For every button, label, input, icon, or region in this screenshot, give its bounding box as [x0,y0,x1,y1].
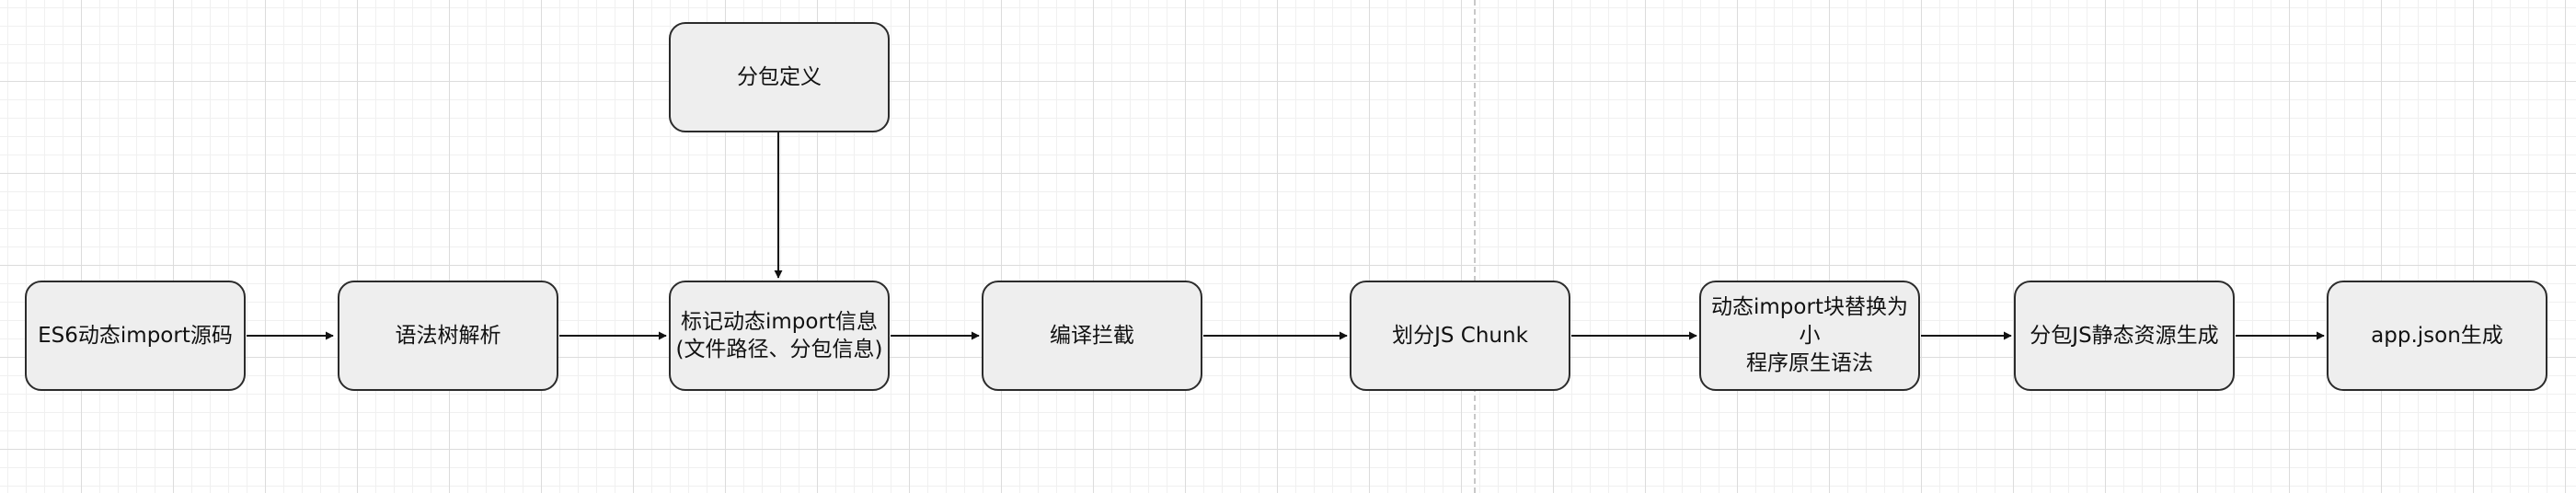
node-mark-dynamic-import-info[interactable]: 标记动态import信息 (文件路径、分包信息) [669,281,890,391]
node-label: 语法树解析 [395,323,501,348]
node-ast-parsing[interactable]: 语法树解析 [338,281,558,391]
node-compile-intercept[interactable]: 编译拦截 [982,281,1202,391]
node-replace-dynamic-import-block[interactable]: 动态import块替换为小 程序原生语法 [1699,281,1920,391]
node-label: 划分JS Chunk [1392,323,1528,348]
node-label: app.json生成 [2371,323,2503,348]
node-label: ES6动态import源码 [38,323,233,348]
node-app-json-gen[interactable]: app.json生成 [2327,281,2547,391]
node-label: 标记动态import信息 (文件路径、分包信息) [675,309,883,361]
node-label: 分包定义 [737,64,822,89]
node-label: 动态import块替换为小 程序原生语法 [1711,295,1908,376]
node-subpackage-definition[interactable]: 分包定义 [669,22,890,132]
page-divider [1474,0,1476,493]
node-label: 编译拦截 [1050,323,1134,348]
node-label: 分包JS静态资源生成 [2030,323,2219,348]
node-split-js-chunk[interactable]: 划分JS Chunk [1350,281,1570,391]
node-es6-dynamic-import-source[interactable]: ES6动态import源码 [25,281,246,391]
node-subpackage-static-resource-gen[interactable]: 分包JS静态资源生成 [2014,281,2235,391]
